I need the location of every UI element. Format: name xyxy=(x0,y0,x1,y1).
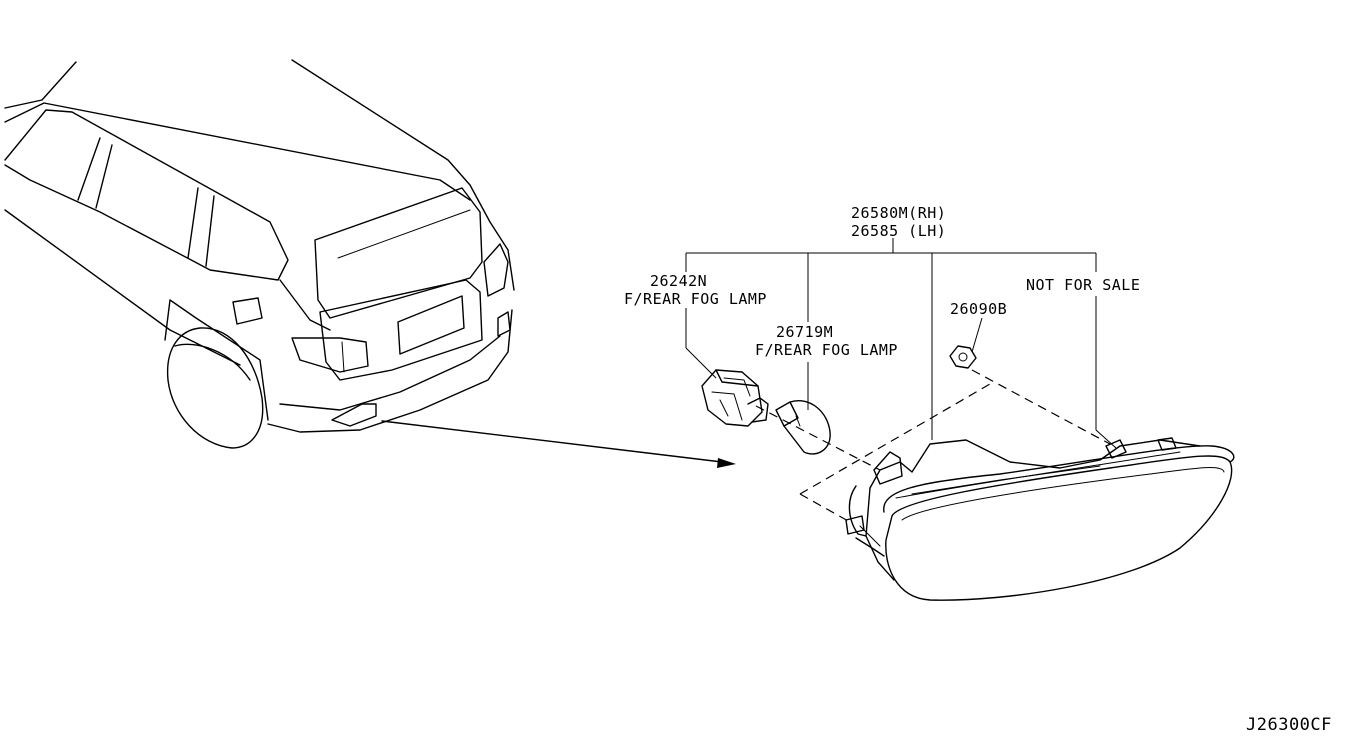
assembly-lh-part-number: 26585 (LH) xyxy=(851,222,946,240)
nut-part-number: 26090B xyxy=(950,300,1007,318)
bulb-part xyxy=(775,400,831,455)
bulb-part-number: 26719M xyxy=(776,323,833,341)
nut-part xyxy=(949,345,977,369)
callout-leaders xyxy=(685,238,1117,449)
socket-description: F/REAR FOG LAMP xyxy=(624,290,767,308)
diagram-id: J26300CF xyxy=(1246,715,1332,735)
not-for-sale-label: NOT FOR SALE xyxy=(1026,276,1140,294)
assembly-lines xyxy=(755,369,1111,523)
bulb-description: F/REAR FOG LAMP xyxy=(755,341,898,359)
location-arrow xyxy=(381,420,736,468)
fog-lamp-assembly xyxy=(845,437,1235,601)
vehicle-outline xyxy=(4,59,515,449)
socket-part-number: 26242N xyxy=(650,272,707,290)
assembly-rh-part-number: 26580M(RH) xyxy=(851,204,946,222)
bulb-socket-part xyxy=(701,369,769,427)
